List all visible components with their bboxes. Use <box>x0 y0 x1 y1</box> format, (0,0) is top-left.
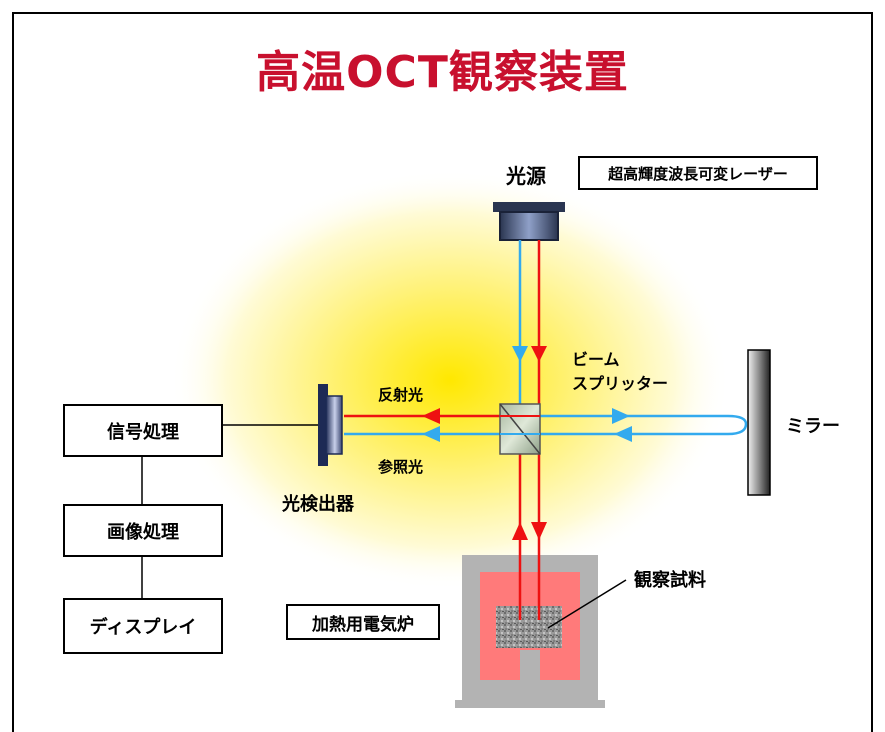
furnace <box>455 555 605 708</box>
light-source-label: 光源 <box>506 164 546 188</box>
detector-label: 光検出器 <box>282 494 354 515</box>
mirror-label: ミラー <box>786 416 840 437</box>
reference-light-label: 参照光 <box>378 458 424 476</box>
signal-processing-box: 信号処理 <box>63 404 223 457</box>
detector-icon <box>318 384 343 466</box>
beam-splitter-icon <box>499 403 541 455</box>
light-source-icon <box>493 202 565 241</box>
beams <box>344 240 748 620</box>
beam-splitter-label-2: スプリッター <box>572 374 669 393</box>
heat-glow <box>170 170 730 590</box>
mirror-icon <box>747 349 771 496</box>
sample-block <box>496 606 562 648</box>
furnace-label: 加熱用電気炉 <box>312 614 414 635</box>
signal-processing-label: 信号処理 <box>107 421 179 443</box>
page-title: 高温OCT観察装置 <box>256 47 629 98</box>
furnace-label-box: 加熱用電気炉 <box>286 604 440 640</box>
beam-splitter-label-1: ビーム <box>572 350 620 369</box>
sample-leader-line <box>547 579 627 629</box>
display-label: ディスプレイ <box>89 617 197 638</box>
display-box: ディスプレイ <box>63 598 223 654</box>
image-processing-box: 画像処理 <box>63 504 223 557</box>
reflected-light-label: 反射光 <box>378 386 424 404</box>
laser-label-box: 超高輝度波長可変レーザー <box>578 156 818 190</box>
sample-label: 観察試料 <box>634 570 706 591</box>
image-processing-label: 画像処理 <box>107 521 179 543</box>
laser-label: 超高輝度波長可変レーザー <box>608 164 788 183</box>
diagram-frame <box>12 12 873 732</box>
